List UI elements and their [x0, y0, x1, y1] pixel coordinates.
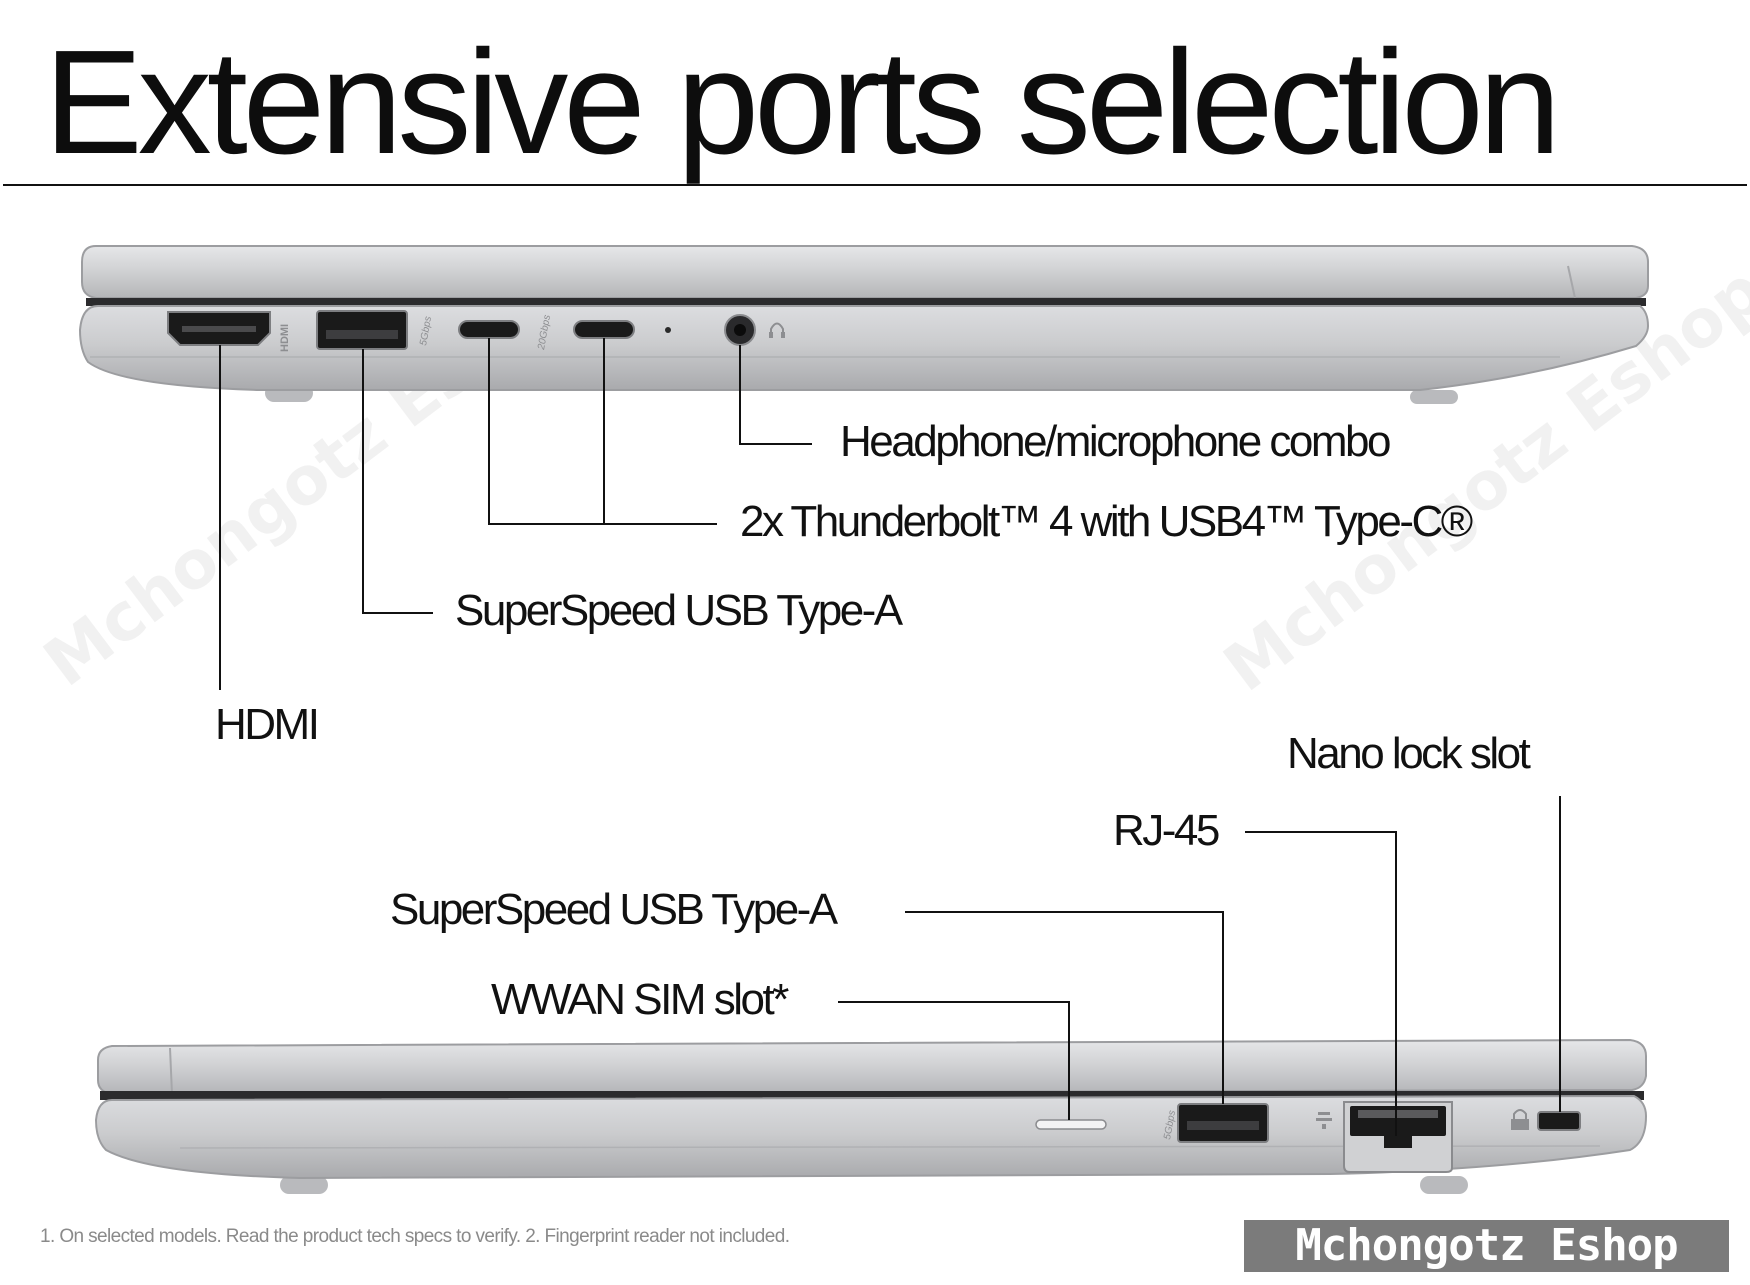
thunderbolt-port-2	[573, 320, 635, 339]
usb-a-right-speed-icon: 5Gbps	[1162, 1110, 1178, 1141]
usb-a-left-leader	[362, 349, 433, 614]
foot-right	[1420, 1176, 1468, 1194]
foot-right	[1410, 390, 1458, 404]
thunderbolt-leader	[488, 338, 717, 525]
laptop-left-side: HDMI 5Gbps 20Gbps	[78, 245, 1650, 404]
usb-a-right-leader	[905, 911, 1224, 1104]
foot-left	[280, 1176, 328, 1194]
status-led	[665, 327, 671, 333]
label-headphone-combo: Headphone/microphone combo	[840, 417, 1391, 466]
lid	[97, 1038, 1647, 1096]
hdmi-marking: HDMI	[279, 324, 291, 352]
label-thunderbolt: 2x Thunderbolt™ 4 with USB4™ Type-C®	[740, 497, 1473, 546]
label-hdmi: HDMI	[215, 700, 320, 749]
page-title: Extensive ports selection	[44, 20, 1561, 185]
top-callout-lines	[219, 338, 812, 690]
footnote: 1. On selected models. Read the product …	[40, 1226, 790, 1247]
lid	[81, 245, 1649, 299]
ethernet-icon	[1316, 1112, 1332, 1129]
brand-badge: Mchongotz Eshop	[1244, 1220, 1729, 1272]
laptop-right-side: 5Gbps	[94, 1038, 1648, 1194]
headphone-leader	[739, 345, 812, 445]
label-nano-lock-slot: Nano lock slot	[1287, 729, 1531, 778]
headset-icon	[769, 322, 785, 338]
label-rj45: RJ-45	[1113, 806, 1220, 855]
nano-lock-slot	[1537, 1111, 1581, 1131]
lock-icon	[1511, 1109, 1529, 1130]
wwan-sim-leader	[838, 1001, 1070, 1120]
rj45-leader	[1245, 831, 1397, 1136]
title-divider	[3, 184, 1747, 186]
usb-a-left-speed-icon: 5Gbps	[418, 316, 434, 347]
thunderbolt-port-1	[458, 320, 520, 339]
label-usb-a-right: SuperSpeed USB Type-A	[390, 885, 838, 934]
bottom-callout-lines	[838, 796, 1561, 1136]
label-usb-a-left: SuperSpeed USB Type-A	[455, 586, 903, 635]
base	[78, 305, 1650, 391]
label-wwan-sim-slot: WWAN SIM slot*	[491, 975, 789, 1024]
wwan-sim-slot	[1035, 1119, 1107, 1130]
